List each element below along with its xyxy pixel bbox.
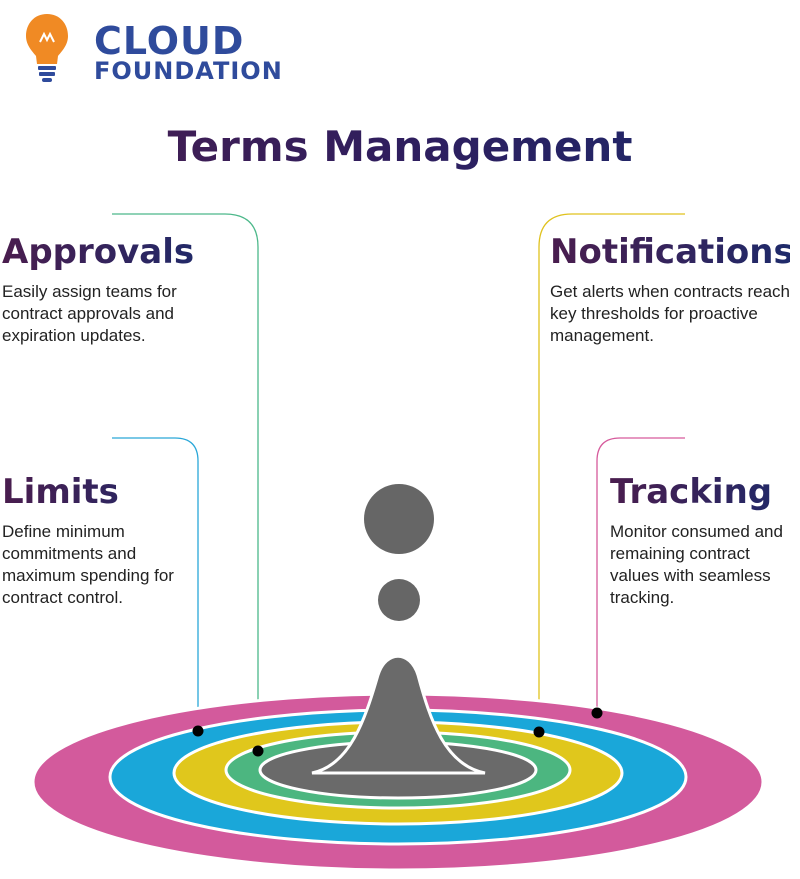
notifications-connector-line xyxy=(538,213,685,732)
notifications-heading: Notifications xyxy=(550,232,794,272)
notifications-marker-dot xyxy=(533,726,545,738)
notifications-description: Get alerts when contracts reach key thre… xyxy=(550,281,791,345)
tracking-description: Monitor consumed and remaining contract … xyxy=(610,521,783,607)
limits-section: Limits Define minimum commitments and ma… xyxy=(2,472,192,609)
approvals-heading: Approvals xyxy=(2,232,212,273)
water-splash xyxy=(311,654,486,775)
limits-connector-line xyxy=(112,437,199,730)
approvals-description: Easily assign teams for contract approva… xyxy=(2,281,177,345)
large-droplet xyxy=(364,484,434,554)
notifications-section: Notifications Get alerts when contracts … xyxy=(550,232,794,347)
lightbulb-icon xyxy=(26,14,68,82)
logo-text-foundation: FOUNDATION xyxy=(94,57,283,85)
limits-description: Define minimum commitments and maximum s… xyxy=(2,521,174,607)
approvals-section: Approvals Easily assign teams for contra… xyxy=(2,232,212,347)
logo-text-cloud: CLOUD xyxy=(94,19,245,63)
tracking-heading: Tracking xyxy=(610,472,795,513)
tracking-connector-line xyxy=(596,437,685,712)
approvals-marker-dot xyxy=(252,745,264,757)
limits-heading: Limits xyxy=(2,472,192,513)
approvals-connector-line xyxy=(112,213,259,750)
tracking-marker-dot xyxy=(591,707,603,719)
small-droplet xyxy=(378,579,420,621)
page-title: Terms Management xyxy=(0,122,800,172)
logo: CLOUD FOUNDATION xyxy=(22,12,302,88)
limits-marker-dot xyxy=(192,725,204,737)
tracking-section: Tracking Monitor consumed and remaining … xyxy=(610,472,795,609)
